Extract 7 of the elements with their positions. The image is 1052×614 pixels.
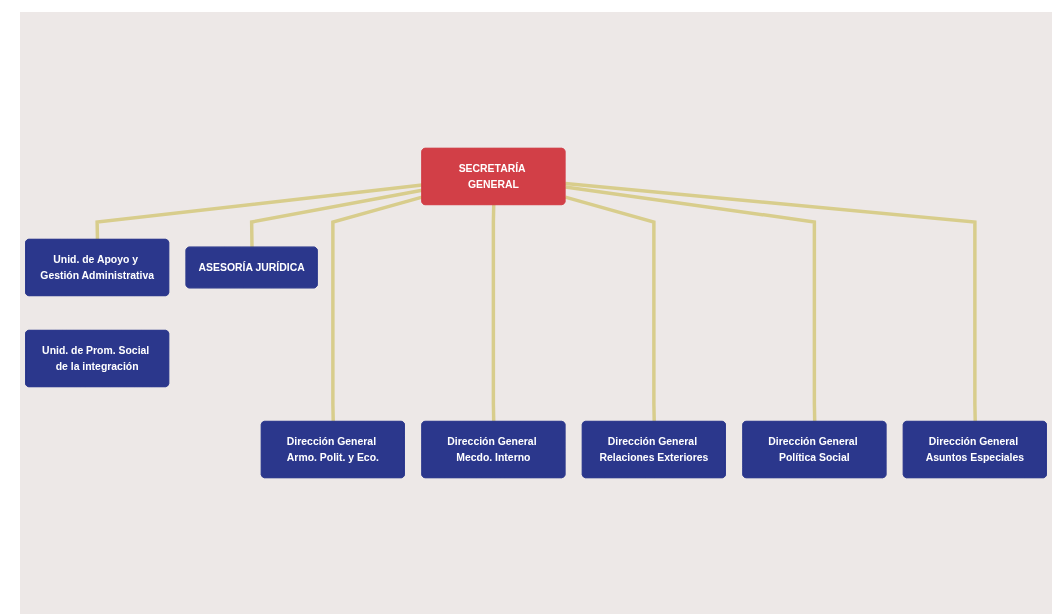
- connector: [565, 185, 817, 422]
- connector: [331, 195, 423, 422]
- connector: [249, 188, 423, 248]
- connector: [565, 181, 977, 422]
- connector: [95, 183, 423, 240]
- connector: [564, 195, 656, 422]
- connector: [491, 204, 496, 422]
